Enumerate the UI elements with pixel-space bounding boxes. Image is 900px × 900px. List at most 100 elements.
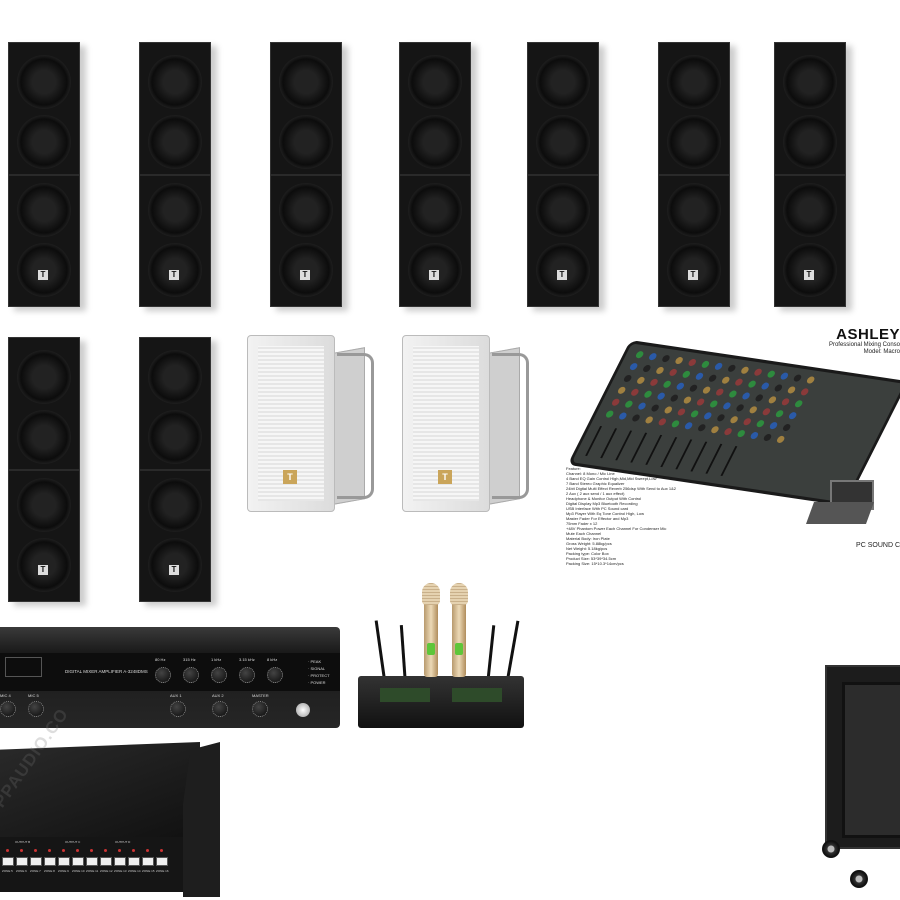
seam [9, 469, 79, 471]
eq-knob [183, 667, 199, 683]
mixer-knob [720, 376, 731, 385]
caster-wheel [822, 840, 840, 858]
fader-track [720, 446, 738, 477]
mixer-knob [713, 362, 724, 371]
zone-led [20, 849, 23, 852]
column-speaker: T [399, 42, 471, 307]
zone-button[interactable] [128, 857, 140, 866]
input-knob [252, 701, 268, 717]
mixer-knob [623, 400, 634, 409]
feature-line: 75mm Fader x 12 [566, 521, 598, 526]
brand-logo: T [169, 565, 179, 575]
column-speaker: T [658, 42, 730, 307]
output-group-label: OUTPUT D [115, 840, 131, 844]
mixer-knob [641, 364, 652, 373]
zone-button[interactable] [114, 857, 126, 866]
zone-label: ZONE 12 [100, 869, 113, 873]
mixer-knob [689, 409, 700, 418]
driver [667, 183, 721, 237]
brand-logo: T [38, 270, 48, 280]
indicator-label: · SIGNAL [308, 666, 326, 671]
zone-led [146, 849, 149, 852]
driver [536, 115, 590, 169]
mixer-knob [753, 368, 764, 377]
zone-label: ZONE 8 [44, 869, 55, 873]
indicator-label: · PEAK [308, 659, 322, 664]
mixer-knob [663, 406, 674, 414]
mixer-knob [604, 410, 615, 419]
mixer-knob [715, 413, 726, 422]
zone-button[interactable] [2, 857, 14, 866]
power-button[interactable] [296, 703, 310, 717]
mixer-knob [741, 392, 752, 400]
feature-line: +48V Phantom Power Each Channel For Cond… [566, 526, 667, 531]
mixer-knob [767, 395, 778, 404]
microphone [422, 583, 440, 677]
zone-label: ZONE 13 [114, 869, 127, 873]
driver [536, 55, 590, 109]
driver [667, 55, 721, 109]
mixer-knob [610, 398, 621, 407]
driver [536, 183, 590, 237]
input-knob [170, 701, 186, 717]
usb-media-player [5, 657, 42, 677]
zone-button[interactable] [58, 857, 70, 866]
mixer-knob [662, 380, 673, 389]
zone-led [48, 849, 51, 852]
input-label: AUX 1 [170, 693, 182, 698]
feature-line: Feature: [566, 466, 581, 471]
zone-button[interactable] [86, 857, 98, 866]
zone-button[interactable] [44, 857, 56, 866]
mixer-knob [749, 431, 760, 440]
mixer-knob [702, 411, 713, 420]
mixer-knob [726, 364, 737, 373]
mixer-knob [805, 376, 816, 384]
mount-bracket [492, 353, 529, 499]
feature-line: USB Interface With PC Sound card [566, 506, 629, 511]
feature-line: Net Weight: 5.18kg/pcs [566, 546, 608, 551]
zone-button[interactable] [100, 857, 112, 866]
brand-logo: T [688, 270, 698, 280]
zone-button[interactable] [16, 857, 28, 866]
zone-button[interactable] [30, 857, 42, 866]
mixer-knob [696, 423, 707, 432]
mixer-knob [768, 421, 779, 430]
zone-label: ZONE 15 [142, 869, 155, 873]
zone-button[interactable] [72, 857, 84, 866]
input-label: MASTER [252, 693, 269, 698]
brand-logo: T [438, 470, 452, 484]
driver [17, 478, 71, 532]
driver [408, 55, 462, 109]
fader-track [705, 443, 723, 474]
mixer-knob [747, 380, 758, 389]
wall-speaker: T [247, 335, 379, 512]
fader-track [660, 437, 678, 468]
driver [667, 115, 721, 169]
eq-label: 8 kHz [267, 657, 278, 662]
seam [9, 174, 79, 176]
mixer-knob [657, 417, 668, 426]
zone-button[interactable] [156, 857, 168, 866]
mixer-knob [688, 384, 699, 393]
eq-label: 315 Hz [183, 657, 196, 662]
brand-logo: T [429, 270, 439, 280]
driver [148, 410, 202, 464]
brand-logo: T [169, 270, 179, 280]
zone-button[interactable] [142, 857, 154, 866]
output-group-label: OUTPUT C [65, 840, 81, 844]
seam [659, 174, 729, 176]
brand-logo: T [804, 270, 814, 280]
mixer-console-image: ASHLEY Professional Mixing Conso Model: … [560, 320, 900, 566]
driver [783, 183, 837, 237]
feature-line: Mp3 Player With Eq Tone Control High, Lo… [566, 511, 644, 516]
fader-track [600, 428, 618, 459]
caster-wheel [850, 870, 868, 888]
mixer-knob [707, 374, 718, 383]
mixer-knob [799, 387, 810, 396]
mixer-knob [781, 423, 792, 432]
mixer-knob [694, 372, 705, 381]
mixer-knob [634, 350, 645, 359]
wall-speaker: T [402, 335, 534, 512]
mixer-knob [714, 388, 725, 397]
feature-line: Packing type: Color Box [566, 551, 609, 556]
